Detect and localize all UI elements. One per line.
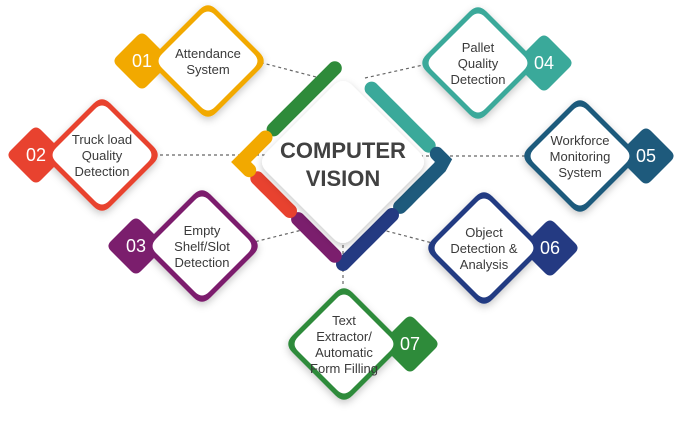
node-label-line: Shelf/Slot xyxy=(174,239,230,254)
node-core xyxy=(158,11,258,111)
number-badge-label: 05 xyxy=(636,146,656,166)
node-label-line: Automatic xyxy=(315,345,373,360)
node-label-line: Form Filling xyxy=(310,361,378,376)
node-label-line: Detection & xyxy=(450,241,518,256)
number-badge xyxy=(382,316,438,372)
number-badge xyxy=(618,128,674,184)
node-core xyxy=(530,106,630,206)
connector-line-04 xyxy=(364,62,433,79)
node-label-line: Text xyxy=(332,313,356,328)
number-badge xyxy=(114,33,170,89)
node-label-line: Extractor/ xyxy=(316,329,372,344)
node-core xyxy=(428,13,528,113)
connector-line-01 xyxy=(254,60,321,79)
center-accent-segment xyxy=(364,81,436,153)
center-diamond-core xyxy=(261,80,425,244)
node-label-line: Detection xyxy=(75,164,130,179)
center-diamond: COMPUTER VISION xyxy=(231,61,453,271)
number-badge xyxy=(8,127,64,183)
node-label-line: Pallet xyxy=(462,40,495,55)
node-core xyxy=(294,294,394,394)
node-label-line: Quality xyxy=(82,148,123,163)
node-label-line: Attendance xyxy=(175,46,241,61)
node-core xyxy=(434,198,534,298)
number-badge xyxy=(516,35,572,91)
center-accent-segment xyxy=(393,146,453,214)
number-badge-label: 01 xyxy=(132,51,152,71)
number-badge xyxy=(522,220,578,276)
node-label-line: Detection xyxy=(451,72,506,87)
number-badge-label: 06 xyxy=(540,238,560,258)
number-badge-label: 07 xyxy=(400,334,420,354)
node-label-line: Truck load xyxy=(72,132,132,147)
center-accent-segment xyxy=(231,130,273,178)
number-badge xyxy=(108,218,164,274)
node-label-line: Quality xyxy=(458,56,499,71)
number-badge-label: 04 xyxy=(534,53,554,73)
node-label-line: Analysis xyxy=(460,257,509,272)
node-label-line: Monitoring xyxy=(550,149,611,164)
node-label-line: Detection xyxy=(175,255,230,270)
center-accent-segment xyxy=(266,61,342,137)
center-title-line1: COMPUTER xyxy=(280,138,406,163)
number-badge-label: 03 xyxy=(126,236,146,256)
node-label-line: Object xyxy=(465,225,503,240)
node-core xyxy=(52,105,152,205)
node-label-line: System xyxy=(558,165,601,180)
center-accent-segment xyxy=(291,212,342,263)
number-badge-label: 02 xyxy=(26,145,46,165)
node-label-line: Workforce xyxy=(551,133,610,148)
center-accent-segment xyxy=(336,208,399,271)
connector-line-06 xyxy=(374,227,441,246)
node-label-line: System xyxy=(186,62,229,77)
center-title-line2: VISION xyxy=(306,166,381,191)
node-label-line: Empty xyxy=(184,223,221,238)
connector-line-03 xyxy=(249,227,311,244)
node-core xyxy=(152,196,252,296)
center-accent-segment xyxy=(250,171,297,218)
